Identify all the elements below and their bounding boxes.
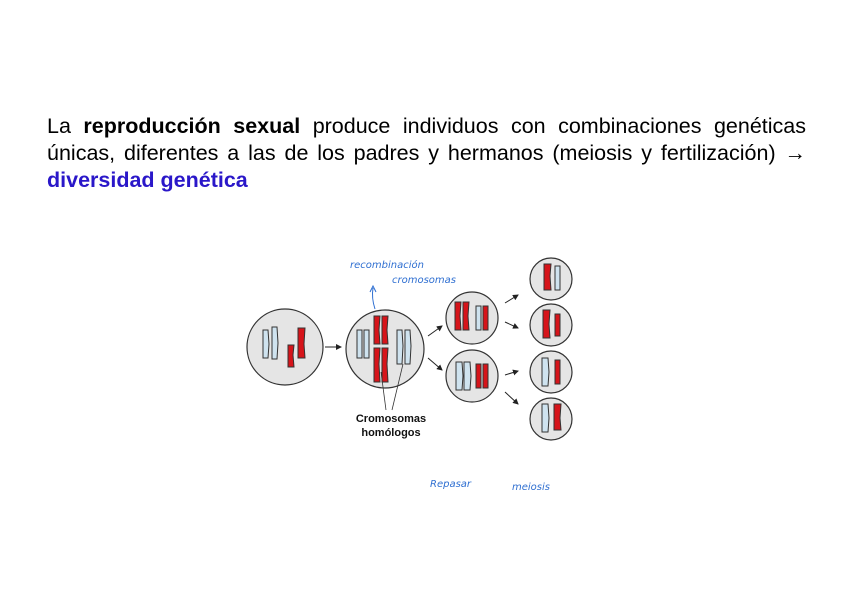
gamete-2 — [529, 303, 573, 347]
cell-meiosis1-bottom — [445, 349, 499, 403]
text-la: La — [47, 114, 71, 138]
cell-homologous — [345, 309, 425, 389]
annot-recombinacion: recombinación — [350, 259, 424, 271]
gamete-1 — [529, 257, 573, 301]
gamete-3 — [529, 350, 573, 394]
cell-meiosis1-top — [445, 291, 499, 345]
annot-meiosis: meiosis — [512, 482, 550, 493]
main-paragraph: La reproducción sexual produce individuo… — [47, 113, 806, 194]
text-reproduccion-sexual: reproducción sexual — [83, 114, 301, 138]
label-cromosomas: Cromosomas — [356, 413, 426, 425]
gamete-4 — [529, 397, 573, 441]
label-homologos: homólogos — [361, 427, 420, 439]
text-diversidad-genetica: diversidad genética — [47, 168, 248, 192]
text-body: produce individuos con combinaciones gen… — [47, 114, 806, 165]
annot-repasar: Repasar — [430, 479, 472, 490]
arrow-icon: → — [784, 141, 807, 165]
cell-parent — [246, 308, 324, 386]
annot-cromosomas: cromosomas — [392, 275, 456, 286]
